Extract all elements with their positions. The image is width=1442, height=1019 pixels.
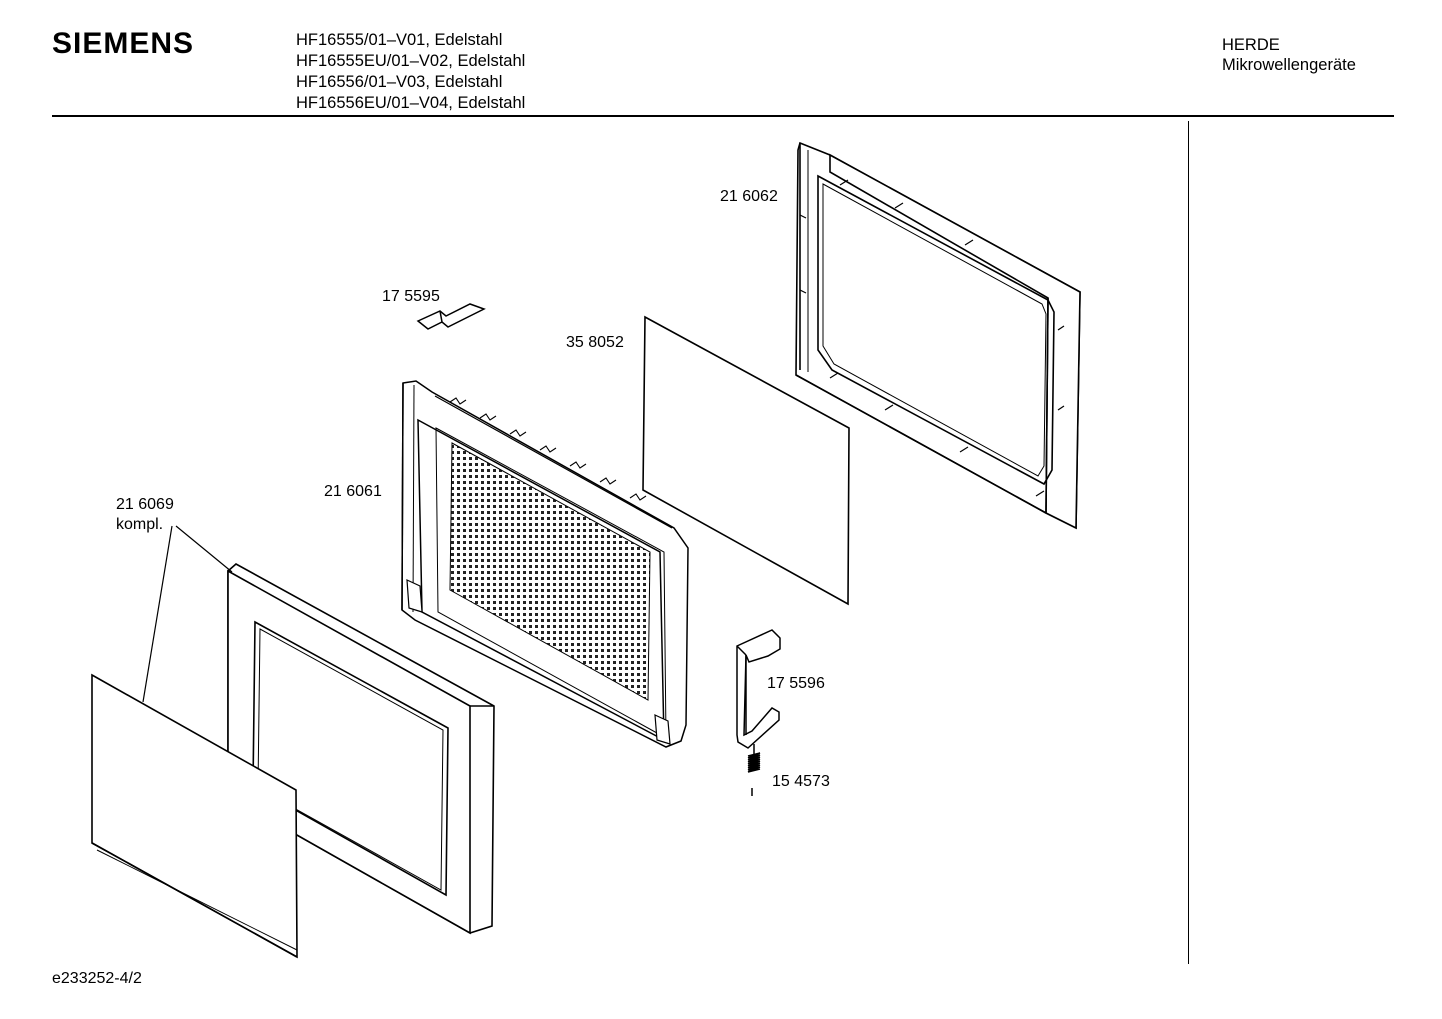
spring-part <box>747 744 761 796</box>
product-category: HERDE Mikrowellengeräte <box>1222 35 1356 75</box>
small-bracket-part <box>416 303 486 330</box>
model-line-2: HF16555EU/01–V02, Edelstahl <box>296 52 526 70</box>
model-line-4: HF16556EU/01–V04, Edelstahl <box>296 94 526 112</box>
header-divider <box>52 115 1394 117</box>
label-inner-frame: 21 6061 <box>324 483 382 500</box>
model-line-1: HF16555/01–V01, Edelstahl <box>296 31 503 49</box>
drawing-id: e233252-4/2 <box>52 970 142 987</box>
model-list: HF16555/01–V01, Edelstahl HF16555EU/01–V… <box>296 30 525 114</box>
label-small-bracket: 17 5595 <box>382 288 440 305</box>
glass-pane-part <box>642 315 850 606</box>
category-line-2: Mikrowellengeräte <box>1222 56 1356 74</box>
door-glass-panel-part <box>91 673 298 959</box>
brand-logo: SIEMENS <box>52 27 195 60</box>
outer-frame-part <box>795 141 1081 530</box>
category-line-1: HERDE <box>1222 36 1280 54</box>
label-hinge-bracket: 17 5596 <box>767 675 825 692</box>
label-glass-pane: 35 8052 <box>566 334 624 351</box>
door-frame-part <box>227 563 495 935</box>
door-leader-lines <box>142 525 233 703</box>
inner-frame-part <box>401 380 689 748</box>
label-door-complete: 21 6069 <box>116 496 174 513</box>
model-line-3: HF16556/01–V03, Edelstahl <box>296 73 503 91</box>
side-divider <box>1188 121 1189 964</box>
label-door-complete-note: kompl. <box>116 516 163 533</box>
hinge-bracket-part <box>736 629 781 749</box>
label-spring: 15 4573 <box>772 773 830 790</box>
label-outer-frame: 21 6062 <box>720 188 778 205</box>
